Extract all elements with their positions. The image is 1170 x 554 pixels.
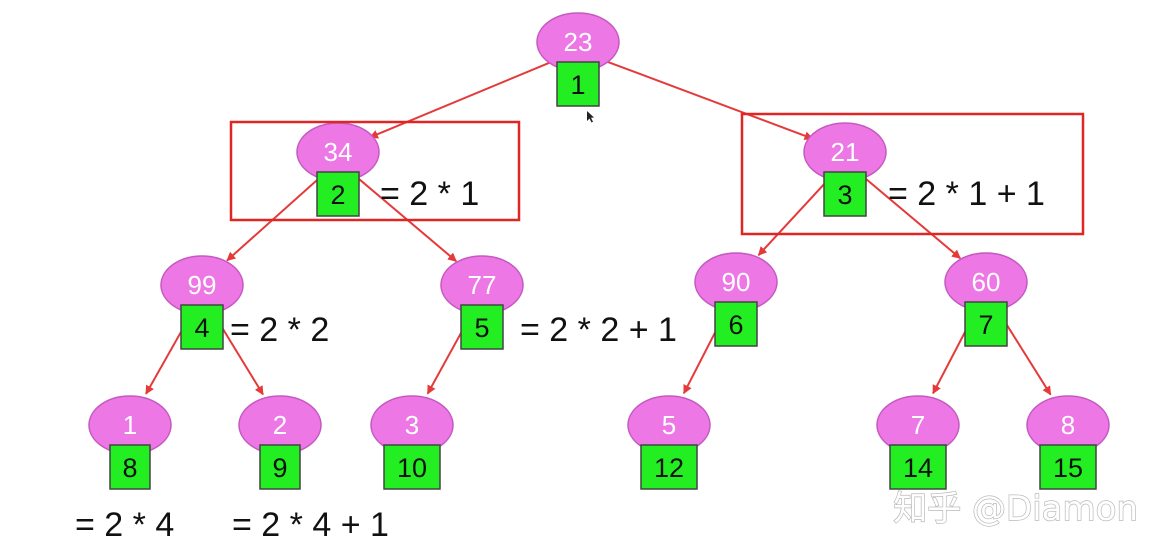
node-value-label: 3 [405, 410, 419, 440]
node-value-label: 34 [324, 137, 353, 167]
watermark: 知乎 @Diamon [893, 489, 1138, 529]
mouse-cursor-icon [587, 111, 594, 123]
tree-node-9: 29 [238, 395, 322, 490]
node-index-box [714, 301, 758, 347]
formula-node-4: = 2 * 2 [230, 311, 329, 349]
node-index-box [316, 171, 360, 217]
formula-node-8: = 2 * 4 [75, 506, 174, 544]
node-index-box [460, 304, 504, 350]
tree-node-7: 607 [944, 252, 1028, 347]
node-value-label: 60 [972, 267, 1001, 297]
node-value-label: 5 [662, 410, 676, 440]
node-index-label: 8 [122, 453, 137, 483]
tree-node-8: 18 [88, 395, 172, 490]
node-index-box [640, 444, 698, 490]
highlight-boxes-layer [229, 112, 1085, 236]
tree-node-3: 213 [803, 122, 887, 217]
edge-n2-n4 [226, 174, 323, 262]
tree-node-5: 775 [440, 255, 524, 350]
tree-node-1: 231 [536, 12, 620, 107]
highlight-box-n3 [740, 112, 1085, 236]
node-value-label: 2 [273, 410, 287, 440]
formula-node-9: = 2 * 4 + 1 [232, 506, 389, 544]
tree-node-6: 906 [694, 252, 778, 347]
node-index-box [109, 444, 151, 490]
highlight-box-n2 [229, 120, 521, 222]
formula-node-5: = 2 * 2 + 1 [520, 311, 677, 349]
tree-node-14: 714 [876, 395, 960, 490]
node-index-label: 4 [194, 313, 209, 343]
tree-node-10: 310 [370, 395, 454, 490]
edge-n1-n2 [368, 58, 559, 139]
node-index-label: 3 [837, 180, 852, 210]
tree-node-4: 994 [160, 255, 244, 350]
edge-n2-n5 [353, 174, 457, 263]
node-value-label: 77 [468, 270, 497, 300]
node-value-label: 7 [911, 410, 925, 440]
node-index-label: 2 [330, 180, 345, 210]
edge-n3-n7 [860, 174, 961, 260]
node-value-label: 23 [564, 27, 593, 57]
node-index-box [556, 61, 600, 107]
node-index-box [180, 304, 224, 350]
node-index-label: 5 [474, 313, 489, 343]
formula-node-2: = 2 * 1 [380, 175, 479, 213]
node-index-label: 10 [397, 453, 427, 483]
edge-n3-n6 [757, 176, 832, 256]
node-index-box [823, 171, 867, 217]
node-index-label: 12 [654, 453, 684, 483]
node-value-label: 1 [123, 410, 137, 440]
node-index-label: 6 [728, 310, 743, 340]
node-index-label: 14 [903, 453, 933, 483]
node-value-label: 99 [188, 270, 217, 300]
node-index-box [259, 444, 301, 490]
node-index-box [1039, 444, 1097, 490]
node-value-label: 21 [831, 137, 860, 167]
formula-node-3: = 2 * 1 + 1 [888, 175, 1045, 213]
node-index-label: 15 [1053, 453, 1083, 483]
node-index-label: 1 [570, 70, 585, 100]
tree-node-12: 512 [627, 395, 711, 490]
node-value-label: 8 [1061, 410, 1075, 440]
node-index-box [889, 444, 947, 490]
node-value-label: 90 [722, 267, 751, 297]
edge-n1-n3 [597, 57, 814, 141]
node-index-label: 9 [272, 453, 287, 483]
node-index-box [383, 444, 441, 490]
node-index-box [964, 301, 1008, 347]
tree-node-2: 342 [296, 122, 380, 217]
tree-node-15: 815 [1026, 395, 1110, 490]
node-index-label: 7 [978, 310, 993, 340]
